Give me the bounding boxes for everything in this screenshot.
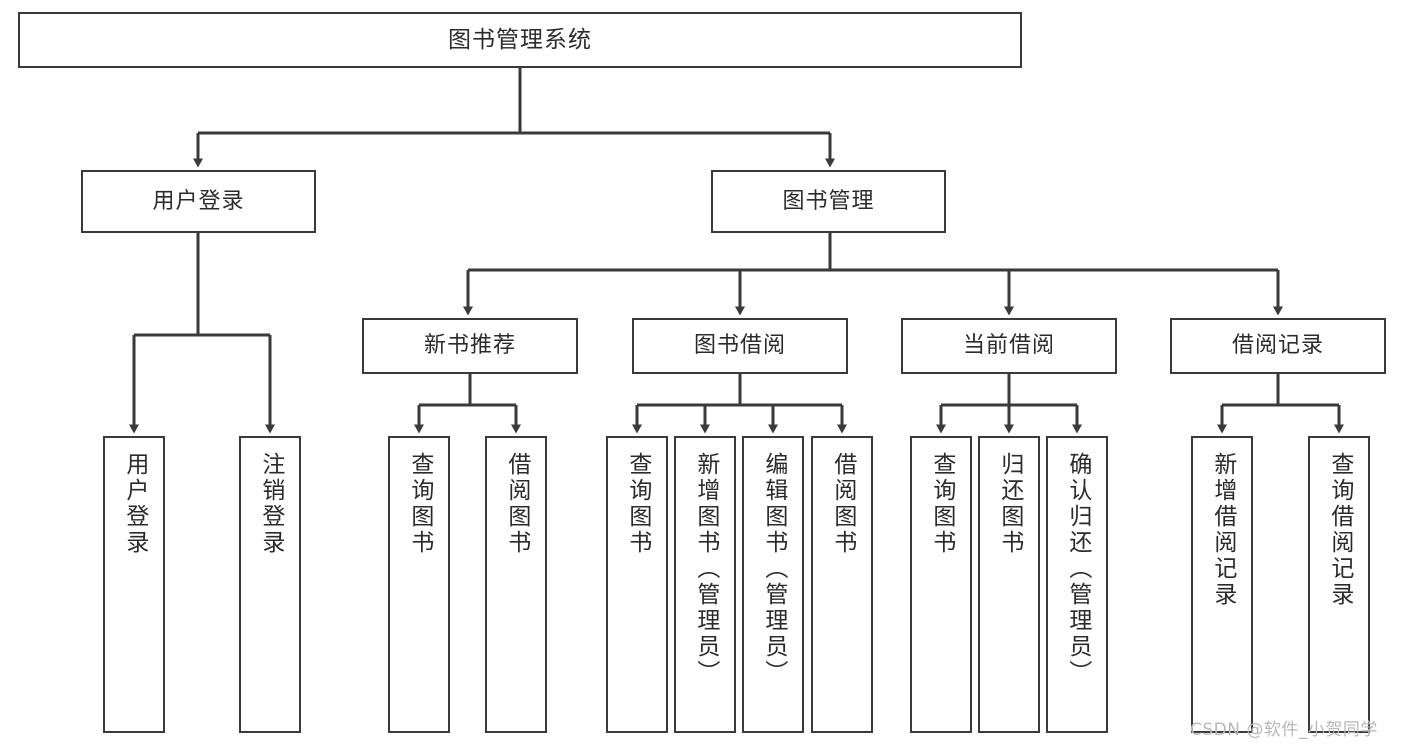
leaf-user-login[interactable]: 用户登录 <box>103 436 165 733</box>
leaf-recommend-borrow-book[interactable]: 借阅图书 <box>485 436 547 733</box>
leaf-record-query-borrow-record[interactable]: 查询借阅记录 <box>1308 436 1370 733</box>
leaf-borrow-borrow-book[interactable]: 借阅图书 <box>811 436 873 733</box>
node-book-management-module[interactable]: 图书管理 <box>711 170 946 233</box>
node-new-book-recommend-label: 新书推荐 <box>423 333 516 359</box>
leaf-borrow-edit-book-admin[interactable]: 编辑图书（管理员） <box>742 436 804 733</box>
leaf-user-logout-label: 注销登录 <box>257 452 284 556</box>
node-new-book-recommend[interactable]: 新书推荐 <box>362 318 578 374</box>
leaf-user-logout[interactable]: 注销登录 <box>239 436 301 733</box>
node-user-login-module[interactable]: 用户登录 <box>81 170 316 233</box>
csdn-watermark: CSDN @软件_小贺同学 <box>1190 715 1378 740</box>
leaf-borrow-borrow-book-label: 借阅图书 <box>829 452 856 556</box>
leaf-record-query-borrow-record-label: 查询借阅记录 <box>1326 452 1353 608</box>
csdn-watermark-text: CSDN @软件_小贺同学 <box>1190 720 1378 740</box>
node-book-borrow-label: 图书借阅 <box>693 333 786 359</box>
leaf-borrow-edit-book-admin-label: 编辑图书（管理员） <box>760 452 787 686</box>
leaf-recommend-query-book[interactable]: 查询图书 <box>388 436 450 733</box>
node-current-borrow-label: 当前借阅 <box>962 333 1055 359</box>
node-book-management-module-label: 图书管理 <box>782 188 875 214</box>
leaf-current-confirm-return-admin[interactable]: 确认归还（管理员） <box>1046 436 1108 733</box>
leaf-record-add-borrow-record[interactable]: 新增借阅记录 <box>1191 436 1253 733</box>
leaf-current-return-book[interactable]: 归还图书 <box>978 436 1040 733</box>
leaf-borrow-query-book-label: 查询图书 <box>624 452 651 556</box>
node-borrow-record[interactable]: 借阅记录 <box>1170 318 1386 374</box>
leaf-borrow-add-book-admin[interactable]: 新增图书（管理员） <box>674 436 736 733</box>
leaf-user-login-label: 用户登录 <box>121 452 148 556</box>
leaf-current-query-book[interactable]: 查询图书 <box>910 436 972 733</box>
node-root-label: 图书管理系统 <box>448 26 592 53</box>
leaf-current-return-book-label: 归还图书 <box>996 452 1023 556</box>
node-book-borrow[interactable]: 图书借阅 <box>632 318 848 374</box>
leaf-current-query-book-label: 查询图书 <box>928 452 955 556</box>
node-current-borrow[interactable]: 当前借阅 <box>901 318 1117 374</box>
leaf-record-add-borrow-record-label: 新增借阅记录 <box>1209 452 1236 608</box>
node-user-login-module-label: 用户登录 <box>152 188 245 214</box>
leaf-recommend-borrow-book-label: 借阅图书 <box>503 452 530 556</box>
leaf-borrow-add-book-admin-label: 新增图书（管理员） <box>692 452 719 686</box>
leaf-current-confirm-return-admin-label: 确认归还（管理员） <box>1064 452 1091 686</box>
leaf-recommend-query-book-label: 查询图书 <box>406 452 433 556</box>
node-root-system[interactable]: 图书管理系统 <box>18 12 1022 68</box>
leaf-borrow-query-book[interactable]: 查询图书 <box>606 436 668 733</box>
node-borrow-record-label: 借阅记录 <box>1231 333 1324 359</box>
